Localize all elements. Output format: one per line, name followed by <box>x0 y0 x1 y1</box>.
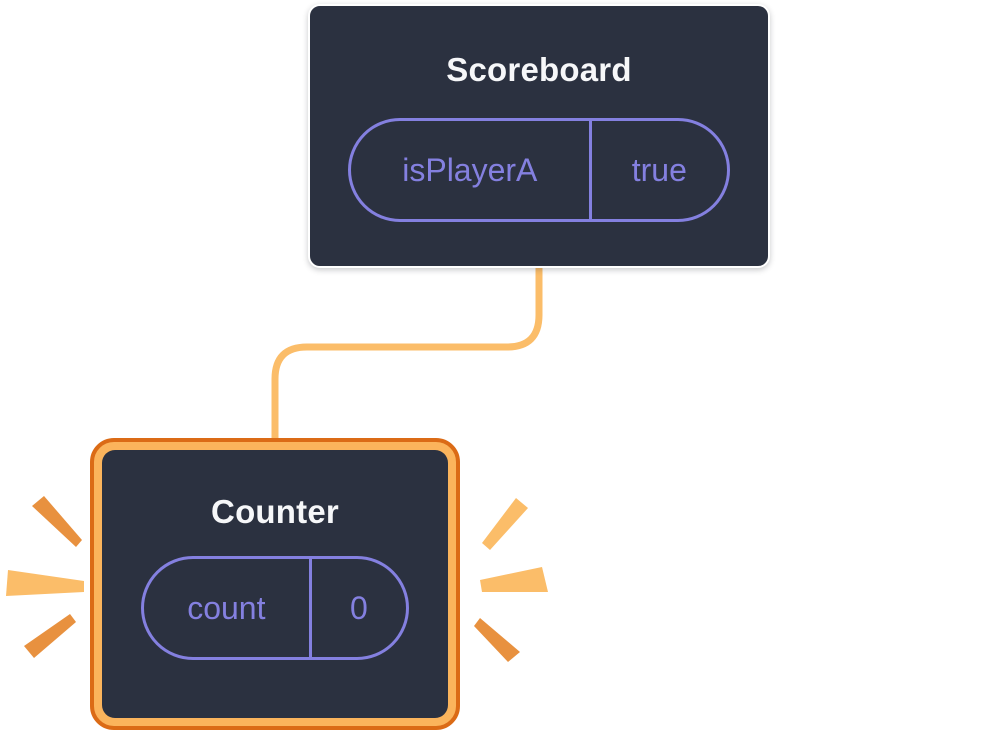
ray-icon <box>6 570 84 596</box>
state-name: count <box>144 559 312 657</box>
ray-icon <box>482 498 528 550</box>
counter-node: Counter count 0 <box>102 450 448 718</box>
parent-to-child-connector <box>271 258 543 450</box>
ray-icon <box>480 567 548 592</box>
scoreboard-state-pill: isPlayerA true <box>348 118 730 222</box>
scoreboard-title: Scoreboard <box>446 51 632 88</box>
scoreboard-node: Scoreboard isPlayerA true <box>308 4 770 268</box>
counter-title: Counter <box>211 493 339 530</box>
ray-icon <box>24 614 76 658</box>
counter-node-highlight: Counter count 0 <box>90 438 460 730</box>
state-name: isPlayerA <box>351 121 592 219</box>
state-value: true <box>631 151 687 188</box>
ray-icon <box>32 496 82 547</box>
highlight-rays <box>6 496 548 662</box>
counter-state-pill: count 0 <box>141 556 409 660</box>
ray-icon <box>474 618 520 662</box>
state-value: 0 <box>349 589 368 626</box>
